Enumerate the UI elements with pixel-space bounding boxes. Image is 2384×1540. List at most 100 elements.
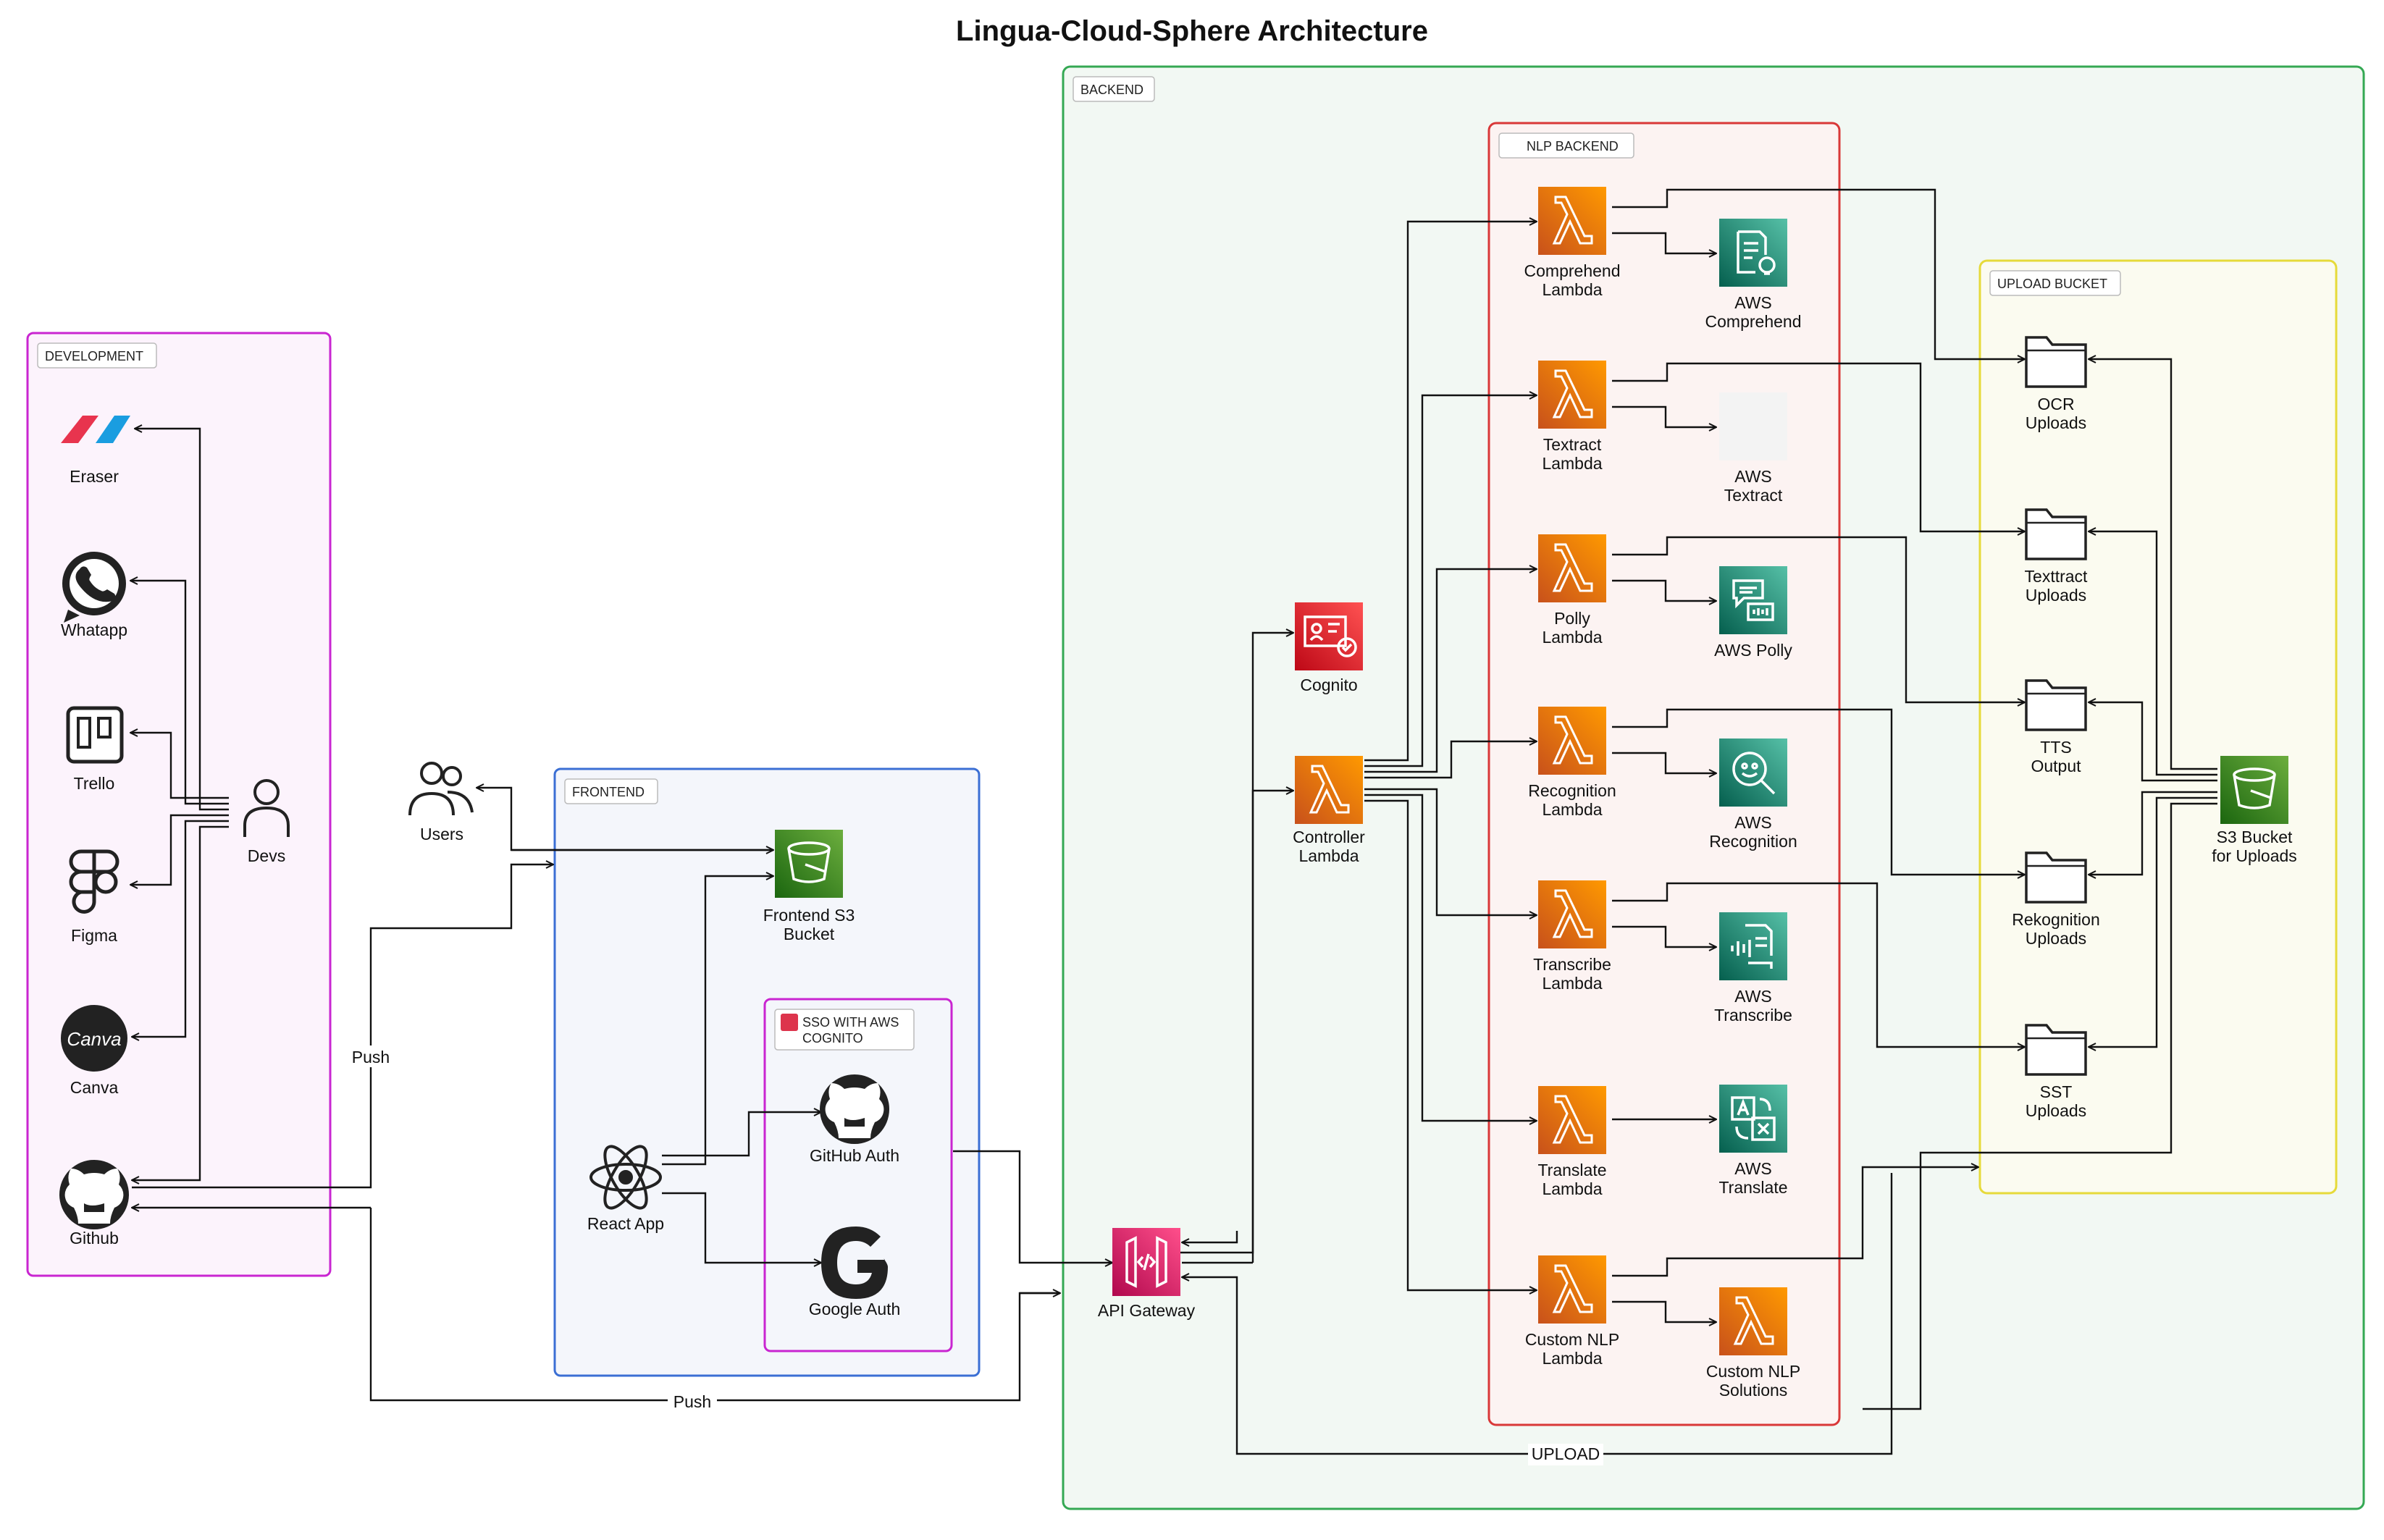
lambda-label: Lambda bbox=[1542, 280, 1602, 299]
cognito-mini-icon bbox=[781, 1014, 798, 1031]
edge-customnlp-upload-bucket bbox=[1612, 1167, 1978, 1277]
nlp-backend-group-label: NLP BACKEND bbox=[1527, 139, 1619, 153]
folder-label: Uploads bbox=[2026, 413, 2086, 432]
sso-group-label-1: SSO WITH AWS bbox=[802, 1015, 899, 1030]
github-icon bbox=[59, 1160, 129, 1229]
edge-label-push-bottom: Push bbox=[673, 1392, 711, 1411]
devs-node[interactable]: Devs bbox=[243, 779, 290, 865]
canva-node[interactable]: Canva Canva bbox=[61, 1005, 127, 1097]
folder-label: OCR bbox=[2037, 395, 2074, 413]
lambda-label: Translate bbox=[1537, 1161, 1606, 1179]
service-label: AWS Polly bbox=[1714, 641, 1792, 660]
aws-service-node[interactable]: AWS Polly bbox=[1714, 566, 1792, 660]
github-auth-node[interactable]: GitHub Auth bbox=[810, 1074, 899, 1165]
react-app-node[interactable]: React App bbox=[587, 1140, 664, 1233]
folder-label: Uploads bbox=[2026, 586, 2086, 605]
google-icon bbox=[821, 1226, 888, 1299]
figma-node[interactable]: Figma bbox=[69, 849, 119, 945]
s3-uploads-label-1: S3 Bucket bbox=[2217, 828, 2293, 846]
users-node[interactable]: Users bbox=[408, 762, 474, 843]
trello-node[interactable]: Trello bbox=[66, 706, 124, 793]
lambda-label: Transcribe bbox=[1533, 955, 1611, 974]
nlp-lambda-nodes: ComprehendLambdaTextractLambdaPollyLambd… bbox=[1524, 187, 1621, 1368]
edge-transcribe-service bbox=[1612, 925, 1716, 947]
connections bbox=[130, 188, 2217, 1455]
user-icon bbox=[243, 779, 290, 837]
edge-controller-polly bbox=[1364, 569, 1537, 773]
folder-label: Uploads bbox=[2026, 1101, 2086, 1120]
folder-label: Uploads bbox=[2026, 929, 2086, 948]
controller-lambda-node[interactable]: Controller Lambda bbox=[1293, 756, 1365, 865]
edge-devs-trello bbox=[130, 733, 229, 799]
api-gateway-node[interactable]: API Gateway bbox=[1098, 1228, 1196, 1320]
textract-icon bbox=[1719, 392, 1787, 460]
edge-comprehend-ocr bbox=[1612, 188, 2025, 359]
diagram-title: Lingua-Cloud-Sphere Architecture bbox=[956, 15, 1428, 47]
service-label: Recognition bbox=[1709, 832, 1797, 851]
eraser-label: Eraser bbox=[70, 467, 119, 486]
eraser-node[interactable]: Eraser bbox=[61, 416, 130, 486]
users-label: Users bbox=[420, 825, 463, 843]
trello-label: Trello bbox=[74, 774, 115, 793]
s3-uploads-label-2: for Uploads bbox=[2212, 846, 2297, 865]
lambda-label: Lambda bbox=[1542, 454, 1602, 473]
cognito-label: Cognito bbox=[1300, 676, 1357, 694]
edge-upload-apigw bbox=[1182, 1173, 1893, 1455]
github-auth-label: GitHub Auth bbox=[810, 1146, 899, 1165]
transcribe-icon bbox=[1719, 912, 1787, 980]
github-node[interactable]: Github bbox=[59, 1160, 129, 1247]
edge-label-push-top: Push bbox=[352, 1048, 390, 1066]
controller-label-1: Controller bbox=[1293, 828, 1365, 846]
edge-s3-texttract bbox=[2089, 531, 2217, 776]
edge-react-github-auth bbox=[705, 1112, 821, 1157]
edge-comprehend-service bbox=[1612, 232, 1716, 253]
backend-group-label: BACKEND bbox=[1080, 83, 1143, 97]
api-gateway-label: API Gateway bbox=[1098, 1301, 1196, 1320]
lambda-label: Textract bbox=[1543, 435, 1602, 454]
frontend-group-label: FRONTEND bbox=[572, 785, 645, 799]
edge-recognition-rekognition bbox=[1612, 708, 2025, 875]
trello-icon bbox=[66, 706, 124, 764]
cognito-node[interactable]: Cognito bbox=[1295, 602, 1363, 694]
frontend-s3-node[interactable]: Frontend S3 Bucket bbox=[763, 830, 855, 943]
whatsapp-node[interactable]: Whatapp bbox=[61, 552, 127, 639]
service-label: AWS bbox=[1734, 987, 1772, 1006]
service-label: AWS bbox=[1734, 467, 1772, 486]
lambda-icon bbox=[1538, 1086, 1606, 1154]
edge-react-google-auth bbox=[662, 1192, 821, 1263]
edge-controller-recognition bbox=[1364, 741, 1537, 779]
service-label: AWS bbox=[1734, 1159, 1772, 1178]
lambda-label: Polly bbox=[1554, 609, 1590, 628]
lambda-label: Lambda bbox=[1542, 1179, 1602, 1198]
edge-sso-apigw bbox=[953, 1150, 1112, 1263]
google-auth-node[interactable]: Google Auth bbox=[809, 1226, 901, 1318]
edge-s3-upload-return bbox=[1863, 802, 2217, 1410]
edge-polly-tts bbox=[1612, 536, 2025, 702]
edge-s3-tts bbox=[2089, 702, 2217, 782]
edge-customnlp-service bbox=[1612, 1300, 1716, 1322]
s3-uploads-node[interactable]: S3 Bucket for Uploads bbox=[2212, 756, 2297, 865]
lambda-label: Lambda bbox=[1542, 628, 1602, 647]
lambda-icon bbox=[1538, 880, 1606, 948]
github-label: Github bbox=[70, 1229, 119, 1247]
